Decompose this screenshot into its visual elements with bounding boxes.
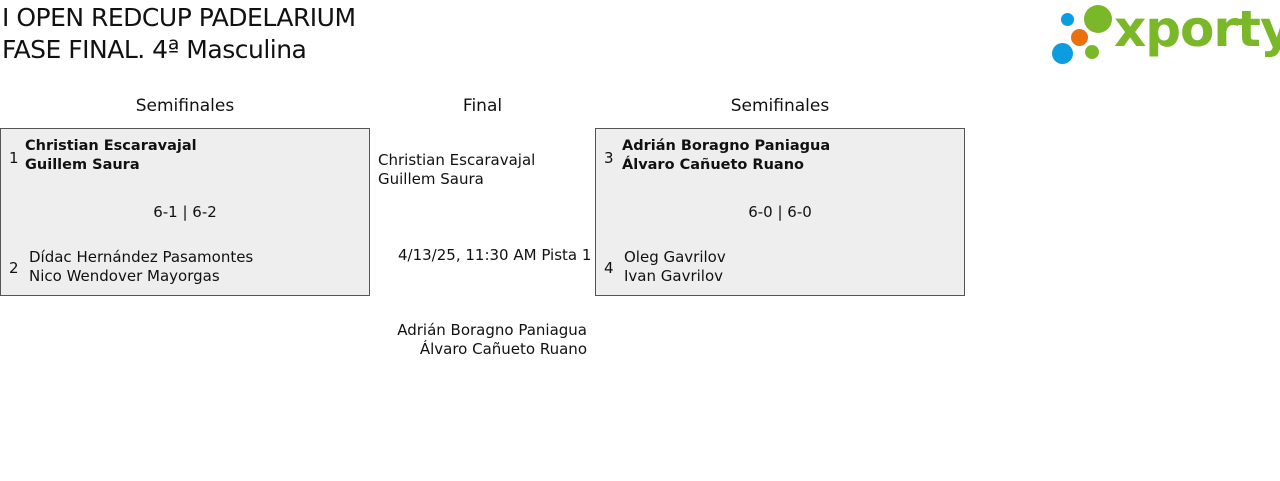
column-heading-final: Final [462,96,503,116]
team-seed: 2 [9,259,19,277]
final-team-2: Adrián Boragno Paniagua Álvaro Cañueto R… [380,321,587,359]
loser-team: Oleg Gavrilov Ivan Gavrilov [624,248,726,286]
title-line-1: I OPEN REDCUP PADELARIUM [2,3,356,32]
final-match-info: 4/13/25, 11:30 AM Pista 1 [398,246,592,264]
player-name: Álvaro Cañueto Ruano [622,157,804,173]
player-name: Dídac Hernández Pasamontes [29,248,254,266]
semifinal-match-2[interactable]: 3 Adrián Boragno Paniagua Álvaro Cañueto… [595,128,965,296]
final-team-1: Christian Escaravajal Guillem Saura [378,151,535,189]
player-name: Oleg Gavrilov [624,248,726,266]
column-heading-right: Semifinales [730,96,830,116]
player-name: Guillem Saura [378,170,484,188]
winner-team: Christian Escaravajal Guillem Saura [25,137,197,175]
player-name: Christian Escaravajal [378,151,536,169]
player-name: Guillem Saura [25,157,140,173]
player-name: Christian Escaravajal [25,138,197,154]
loser-team: Dídac Hernández Pasamontes Nico Wendover… [29,248,253,286]
semifinal-match-1[interactable]: 1 Christian Escaravajal Guillem Saura 6-… [0,128,370,296]
player-name: Nico Wendover Mayorgas [29,267,220,285]
xporty-logo: xporty [1050,0,1280,68]
logo-dot-icon [1061,13,1074,26]
winner-team: Adrián Boragno Paniagua Álvaro Cañueto R… [622,137,830,175]
team-seed: 4 [604,259,614,277]
match-score: 6-1 | 6-2 [153,203,217,221]
logo-dot-icon [1052,43,1073,64]
logo-dot-icon [1071,29,1088,46]
logo-text: xporty [1114,0,1280,58]
team-seed: 3 [604,149,614,167]
column-heading-left: Semifinales [135,96,235,116]
team-seed: 1 [9,149,19,167]
match-score: 6-0 | 6-0 [748,203,812,221]
player-name: Álvaro Cañueto Ruano [419,340,587,358]
title-line-2: FASE FINAL. 4ª Masculina [2,35,307,64]
page-title: I OPEN REDCUP PADELARIUM FASE FINAL. 4ª … [2,2,356,66]
player-name: Adrián Boragno Paniagua [397,321,587,339]
player-name: Ivan Gavrilov [624,267,724,285]
player-name: Adrián Boragno Paniagua [622,138,831,154]
logo-dot-icon [1084,5,1112,33]
logo-dot-icon [1085,45,1099,59]
